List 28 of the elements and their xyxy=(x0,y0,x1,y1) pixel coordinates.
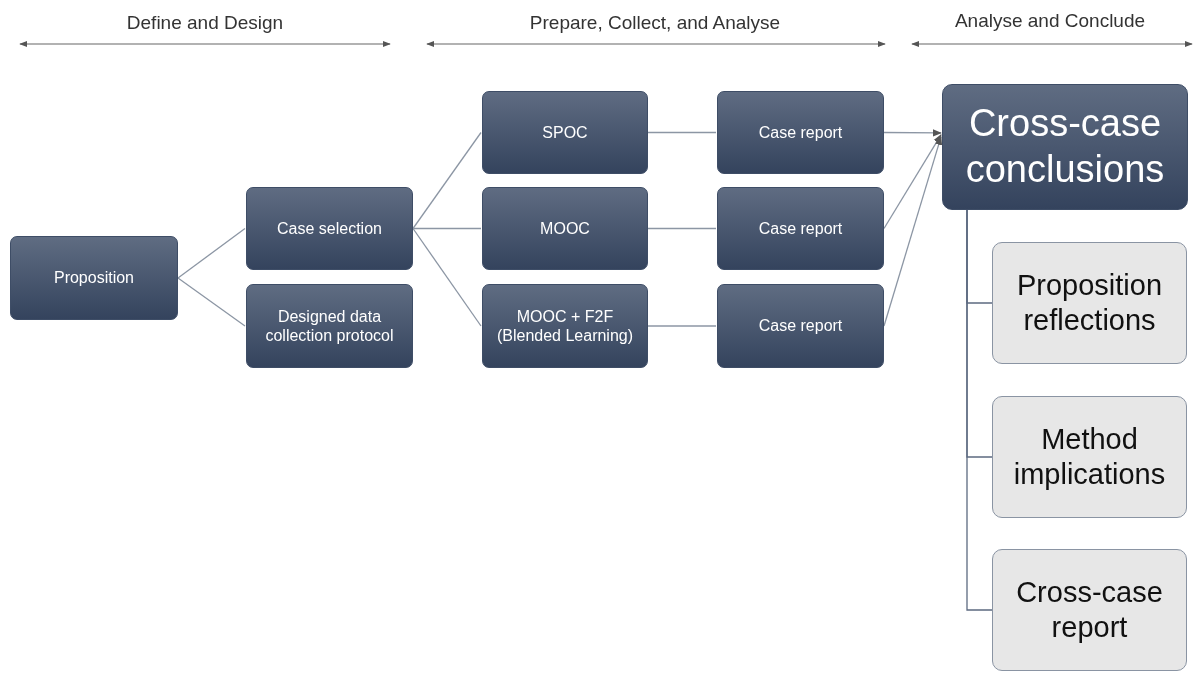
process-box: MOOC + F2F (Blended Learning) xyxy=(482,284,648,368)
connector-line xyxy=(966,209,993,611)
process-box: MOOC xyxy=(482,187,648,270)
connector-line xyxy=(412,131,482,230)
phase-heading: Prepare, Collect, and Analyse xyxy=(529,12,781,34)
outcome-box: Proposition reflections xyxy=(992,242,1187,364)
connector-line xyxy=(177,227,246,279)
connector-line xyxy=(412,227,482,327)
connector-line xyxy=(412,227,482,230)
process-box: SPOC xyxy=(482,91,648,174)
process-box: Case selection xyxy=(246,187,413,270)
connector-line xyxy=(647,227,717,230)
phase-heading: Define and Design xyxy=(126,12,284,34)
process-box: Cross-case conclusions xyxy=(942,84,1188,210)
process-box: Proposition xyxy=(10,236,178,320)
arrow xyxy=(883,136,943,327)
outcome-box: Cross-case report xyxy=(992,549,1187,671)
phase-heading: Analyse and Conclude xyxy=(954,10,1146,32)
process-box: Case report xyxy=(717,284,884,368)
arrow xyxy=(883,134,942,230)
outcome-box: Method implications xyxy=(992,396,1187,518)
connector-line xyxy=(647,131,717,134)
process-box: Case report xyxy=(717,91,884,174)
process-box: Case report xyxy=(717,187,884,270)
arrow xyxy=(883,129,942,137)
connector-line xyxy=(177,277,246,327)
connector-line xyxy=(647,325,717,327)
process-box: Designed data collection protocol xyxy=(246,284,413,368)
